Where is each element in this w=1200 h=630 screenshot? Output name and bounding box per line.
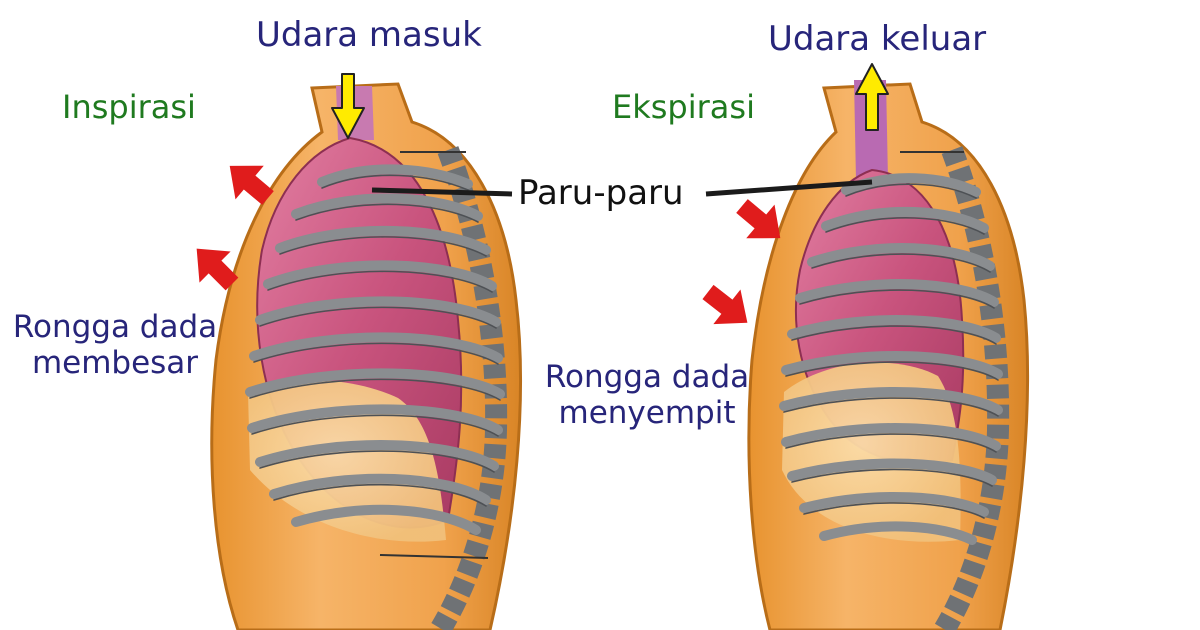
expiration-phase-label: Ekspirasi: [612, 88, 755, 126]
red-arrow-inward-icon: [702, 284, 748, 325]
left-rib-outlines: [249, 174, 501, 507]
chest-cavity-contract-label-line2: menyempit: [558, 395, 736, 431]
left-torso: [210, 82, 523, 630]
airflow-out-label: Udara keluar: [768, 19, 987, 59]
inspiration-phase-label: Inspirasi: [62, 88, 196, 126]
right-spine: [934, 146, 1010, 630]
lung-label: Paru-paru: [518, 173, 684, 213]
yellow-arrow-down-icon: [331, 73, 365, 139]
airflow-in-label: Udara masuk: [256, 15, 482, 55]
red-arrow-outward-icon: [196, 248, 239, 291]
red-arrow-outward-icon: [229, 165, 274, 205]
chest-cavity-expand-label-line2: membesar: [31, 345, 199, 381]
right-ribcage: [779, 173, 1003, 545]
left-pointer-line-bottom: [379, 554, 489, 559]
right-torso: [747, 80, 1030, 630]
left-ribcage: [245, 164, 505, 535]
yellow-arrow-up-icon: [855, 63, 889, 131]
right-rib-outlines: [783, 183, 999, 519]
red-arrow-inward-icon: [736, 199, 781, 239]
chest-cavity-expand-label-line1: Rongga dada: [12, 309, 218, 345]
lung-leader-right: [705, 179, 873, 197]
lung-leader-left: [371, 187, 513, 197]
chest-cavity-contract-label-line1: Rongga dada: [544, 359, 750, 395]
